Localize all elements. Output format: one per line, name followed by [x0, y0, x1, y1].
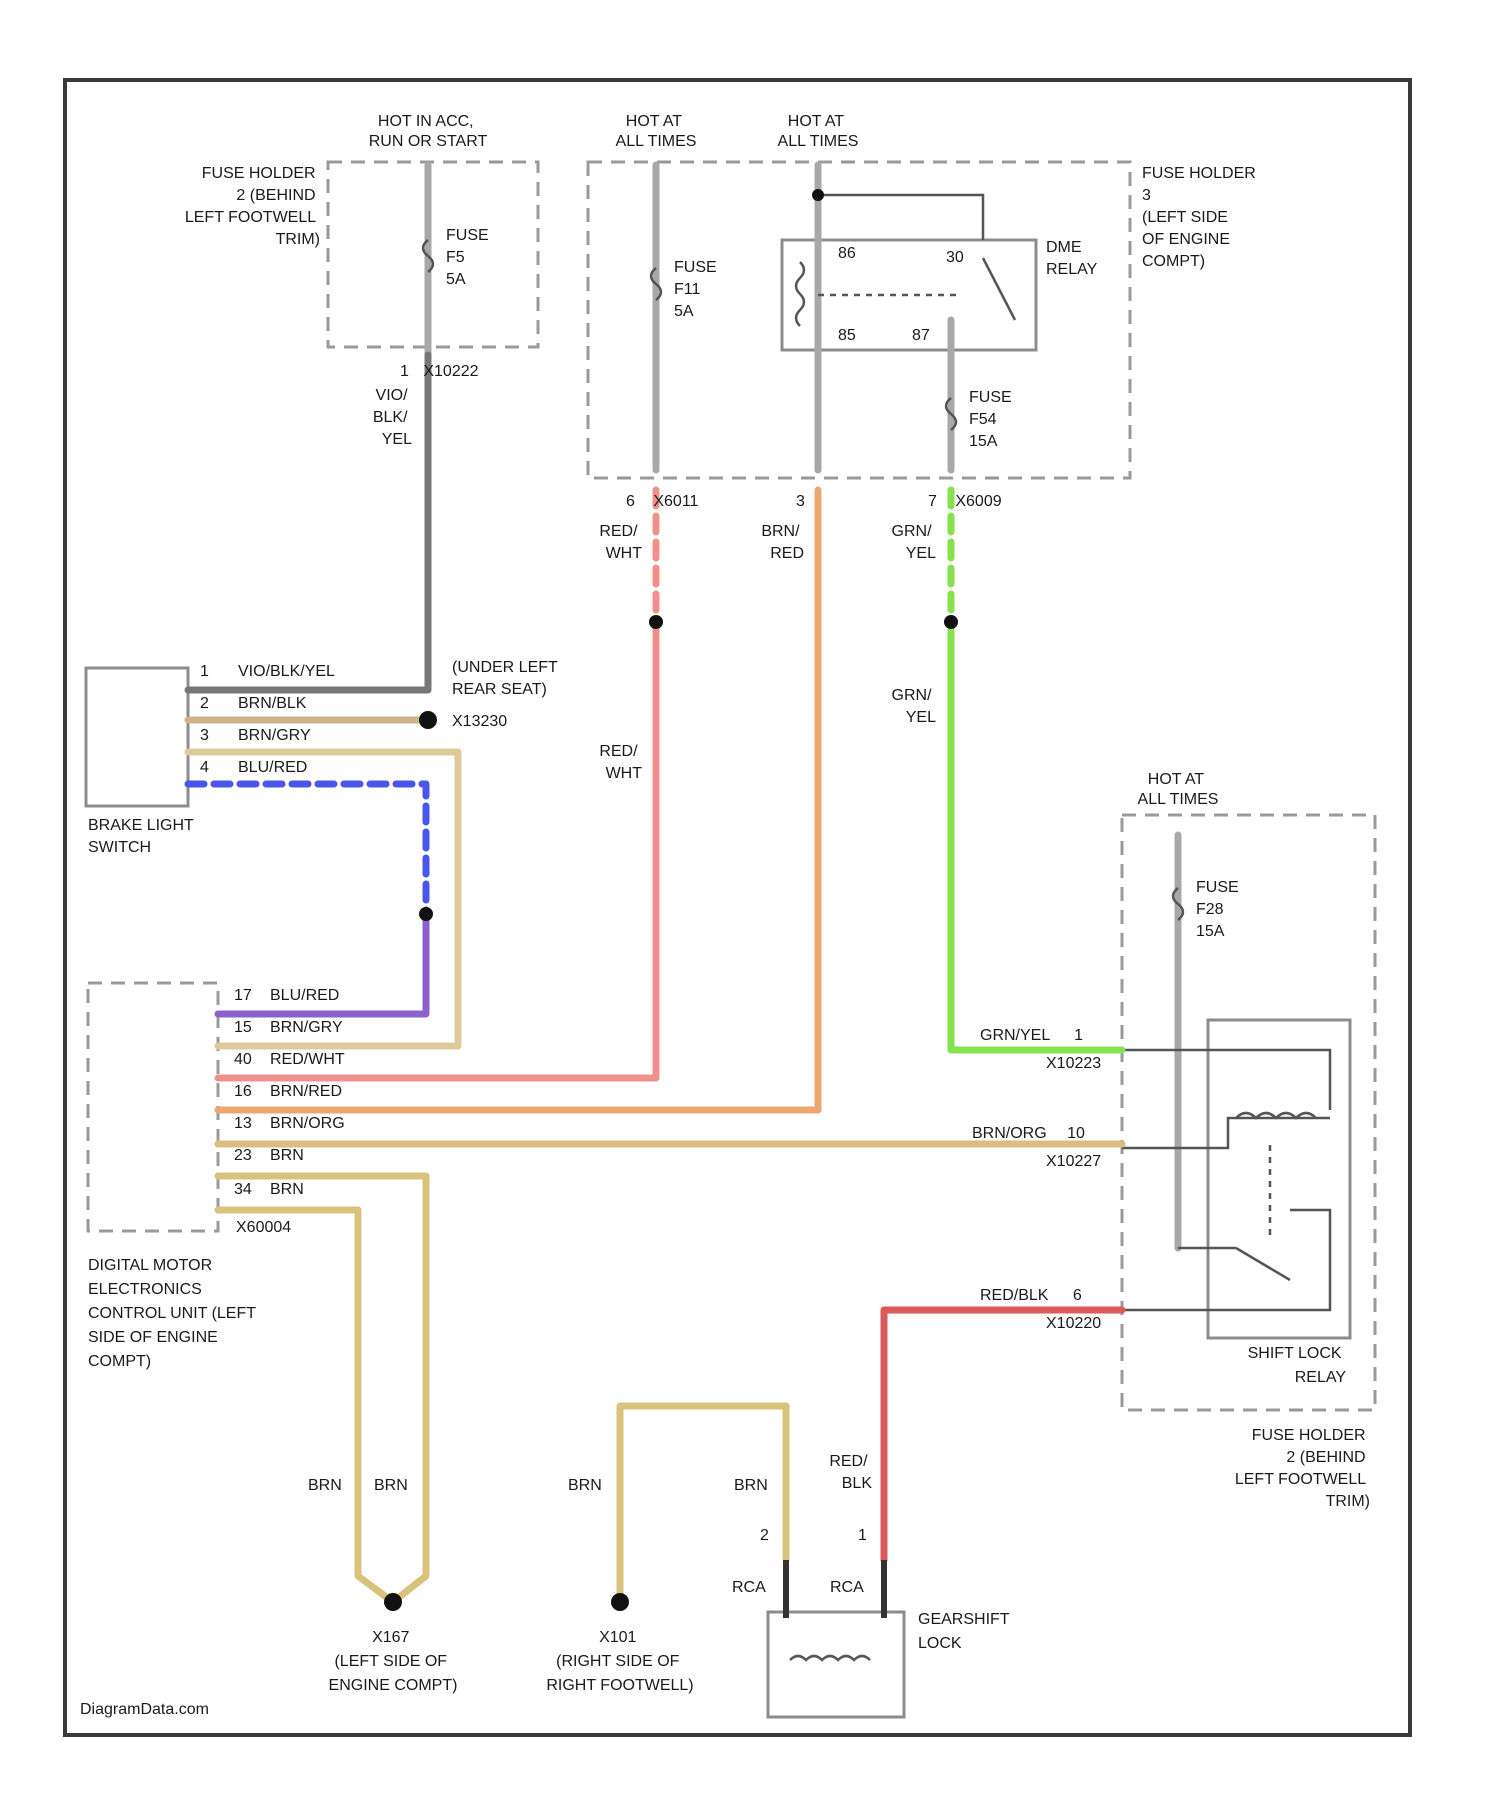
ground-label-x167: X167 (LEFT SIDE OF ENGINE COMPT) — [329, 1629, 458, 1694]
wire-label-red-wht-mid: RED/ WHT — [599, 743, 642, 782]
shift-lock-relay-box — [1208, 1020, 1350, 1338]
power-label-all-times-3: HOT AT ALL TIMES — [1138, 771, 1219, 808]
brake-pin-color: BRN/BLK — [238, 695, 307, 712]
brake-light-switch-box — [86, 668, 188, 806]
dme-pin-num: 15 — [234, 1019, 252, 1036]
wire-label-brn-red-top: BRN/ RED — [761, 523, 804, 562]
splice-dots — [384, 189, 958, 1611]
ground-label-x101: X101 (RIGHT SIDE OF RIGHT FOOTWELL) — [546, 1629, 693, 1694]
wire-label-red-wht-top: RED/ WHT — [599, 523, 642, 562]
gearshift-pin-2: 2 — [760, 1527, 769, 1544]
fuse-label-f5: FUSE F5 5A — [446, 227, 493, 288]
wire-brn-ground-x101 — [620, 1406, 786, 1602]
dme-box — [88, 983, 218, 1231]
splice-dot — [649, 615, 663, 629]
watermark: DiagramData.com — [80, 1701, 209, 1718]
dme-relay-label: DME RELAY — [1046, 239, 1098, 278]
dme-relay-pin-86: 86 — [838, 245, 856, 262]
brake-pin-color: BLU/RED — [238, 759, 307, 776]
fuse-holder-label-left: FUSE HOLDER 2 (BEHIND LEFT FOOTWELL TRIM… — [185, 165, 320, 248]
dme-pin-list: 17 BLU/RED 15 BRN/GRY 40 RED/WHT 16 BRN/… — [234, 987, 345, 1198]
splice-dot — [944, 615, 958, 629]
dme-pin-color: BRN/RED — [270, 1083, 342, 1100]
power-label-all-times-1: HOT AT ALL TIMES — [616, 113, 697, 150]
wire-label-brn-1: BRN — [308, 1477, 342, 1494]
dme-pin-num: 23 — [234, 1147, 252, 1164]
dme-pin-color: RED/WHT — [270, 1051, 345, 1068]
brake-switch-label: BRAKE LIGHT SWITCH — [88, 817, 198, 856]
wire-label-grn-yel-top: GRN/ YEL — [892, 523, 937, 562]
brake-pin-color: BRN/GRY — [238, 727, 311, 744]
connector-x60004: X60004 — [236, 1219, 291, 1236]
wire-label-grn-yel-relay: GRN/YEL 1 — [980, 1027, 1083, 1044]
fuse-holder-label-engine: FUSE HOLDER 3 (LEFT SIDE OF ENGINE COMPT… — [1142, 165, 1260, 270]
wire-label-brn-4: BRN — [734, 1477, 768, 1494]
brake-pin-color: VIO/BLK/YEL — [238, 663, 335, 680]
splice-dot — [812, 189, 824, 201]
power-label-all-times-2: HOT AT ALL TIMES — [778, 113, 859, 150]
connector-x10222-top: 1 X10222 — [400, 363, 479, 380]
fuse-holder-label-right: FUSE HOLDER 2 (BEHIND LEFT FOOTWELL TRIM… — [1235, 1427, 1370, 1510]
fuse-label-f54: FUSE F54 15A — [969, 389, 1016, 450]
wire-label-red-blk-relay: RED/BLK 6 — [980, 1287, 1082, 1304]
rca-label-right: RCA — [830, 1579, 864, 1596]
wire-label-brn-org-relay: BRN/ORG 10 — [972, 1125, 1085, 1142]
brake-pin-num: 2 — [200, 695, 209, 712]
wire-label-brn-3: BRN — [568, 1477, 602, 1494]
fuse-holder-left-box — [328, 162, 538, 347]
brake-pin-num: 3 — [200, 727, 209, 744]
wire-label-vio-blk-yel: VIO/ BLK/ YEL — [373, 387, 412, 448]
dme-pin-num: 16 — [234, 1083, 252, 1100]
gearshift-lock-box — [768, 1612, 904, 1717]
connector-x13230: X13230 — [452, 713, 507, 730]
wire-grn-yel-lower — [951, 622, 1122, 1050]
dme-relay-pin-87: 87 — [912, 327, 930, 344]
wire-label-red-blk-lock: RED/ BLK — [829, 1453, 872, 1492]
ground-point — [384, 1593, 402, 1611]
wire-vio-blk-yel — [188, 355, 428, 690]
fuse-label-f28: FUSE F28 15A — [1196, 879, 1243, 940]
dme-pin-color: BLU/RED — [270, 987, 339, 1004]
brake-switch-ground-label: (UNDER LEFT REAR SEAT) — [452, 659, 562, 698]
connector-x10220: X10220 — [1046, 1315, 1101, 1332]
wire-brn-23 — [218, 1176, 426, 1602]
dme-relay-pin-85: 85 — [838, 327, 856, 344]
wire-label-brn-2: BRN — [374, 1477, 408, 1494]
connector-x10223: X10223 — [1046, 1055, 1101, 1072]
dme-label: DIGITAL MOTOR ELECTRONICS CONTROL UNIT (… — [88, 1257, 260, 1370]
wire-red-blk — [884, 1310, 1122, 1560]
brake-pin-num: 1 — [200, 663, 209, 680]
dme-relay-pin-30: 30 — [946, 249, 964, 266]
splice-dot — [419, 907, 433, 921]
dme-pin-color: BRN — [270, 1147, 304, 1164]
ground-point — [419, 711, 437, 729]
connector-x6011-pin3: 3 — [796, 493, 805, 510]
rca-label-left: RCA — [732, 1579, 766, 1596]
dme-pin-num: 34 — [234, 1181, 252, 1198]
wire-blu-red-dashed — [188, 784, 426, 914]
shift-lock-relay-label: SHIFT LOCK RELAY — [1248, 1345, 1347, 1386]
dme-pin-num: 40 — [234, 1051, 252, 1068]
gearshift-lock-label: GEARSHIFT LOCK — [918, 1611, 1014, 1652]
connector-x6009: 7 X6009 — [928, 493, 1002, 510]
ground-point — [611, 1593, 629, 1611]
power-label-run-start: HOT IN ACC, RUN OR START — [369, 113, 488, 150]
brake-pin-num: 4 — [200, 759, 209, 776]
dme-pin-color: BRN — [270, 1181, 304, 1198]
connector-x10227: X10227 — [1046, 1153, 1101, 1170]
wire-brn-34 — [218, 1210, 393, 1602]
dme-pin-color: BRN/GRY — [270, 1019, 343, 1036]
dme-pin-num: 17 — [234, 987, 252, 1004]
connector-x6011: 6 X6011 — [626, 493, 699, 510]
fuse-label-f11: FUSE F11 5A — [674, 259, 721, 320]
dme-pin-num: 13 — [234, 1115, 252, 1132]
dme-pin-color: BRN/ORG — [270, 1115, 345, 1132]
gearshift-pin-1: 1 — [858, 1527, 867, 1544]
wire-label-grn-yel-mid: GRN/ YEL — [892, 687, 937, 726]
